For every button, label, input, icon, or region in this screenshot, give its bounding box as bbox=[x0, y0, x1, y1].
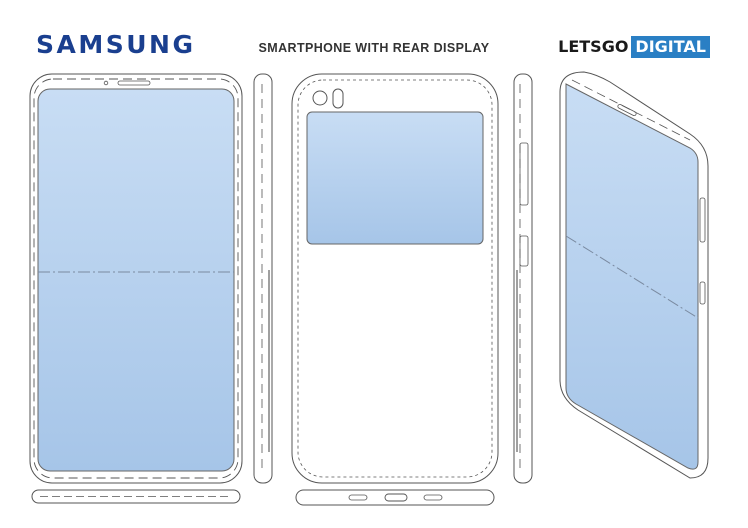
front-view-phone bbox=[29, 73, 243, 484]
right-side-view bbox=[513, 73, 533, 484]
logo-part-letsgo: LETSGO bbox=[558, 37, 629, 56]
speaker-grille-right-icon bbox=[423, 494, 443, 501]
perspective-earpiece-icon bbox=[617, 103, 637, 117]
perspective-volume-button bbox=[699, 197, 706, 243]
left-side-view bbox=[253, 73, 273, 484]
perspective-top-dashed bbox=[571, 79, 691, 141]
front-body-outline bbox=[29, 73, 243, 484]
front-bottom-outline bbox=[31, 489, 241, 504]
left-side-outline bbox=[253, 73, 273, 484]
perspective-view-phone bbox=[559, 71, 709, 479]
right-side-outline bbox=[513, 73, 533, 484]
speaker-grille-left-icon bbox=[348, 494, 368, 501]
rear-view-phone bbox=[291, 73, 499, 484]
usb-port-icon bbox=[384, 493, 408, 502]
samsung-logo: SAMSUNG bbox=[36, 30, 196, 59]
front-bottom-view bbox=[31, 489, 241, 504]
perspective-body-outline bbox=[559, 71, 709, 479]
letsgodigital-logo: LETSGO DIGITAL bbox=[558, 36, 710, 58]
rear-bottom-view bbox=[295, 489, 495, 506]
rear-display bbox=[306, 111, 484, 245]
earpiece-icon bbox=[117, 80, 151, 86]
rear-bottom-outline bbox=[295, 489, 495, 506]
power-button bbox=[519, 235, 529, 267]
rear-body-outline bbox=[291, 73, 499, 484]
figure-title: SMARTPHONE WITH REAR DISPLAY bbox=[258, 41, 490, 55]
rear-camera-icon bbox=[312, 90, 328, 106]
front-screen bbox=[37, 88, 235, 472]
perspective-screen bbox=[565, 83, 699, 470]
rear-edge-dotted bbox=[297, 79, 493, 478]
logo-part-digital: DIGITAL bbox=[631, 36, 710, 58]
front-sensor-icon bbox=[103, 80, 109, 86]
volume-button bbox=[519, 142, 529, 206]
perspective-power-button bbox=[699, 281, 706, 305]
rear-flash-icon bbox=[332, 88, 344, 109]
perspective-fold-line bbox=[565, 235, 699, 319]
